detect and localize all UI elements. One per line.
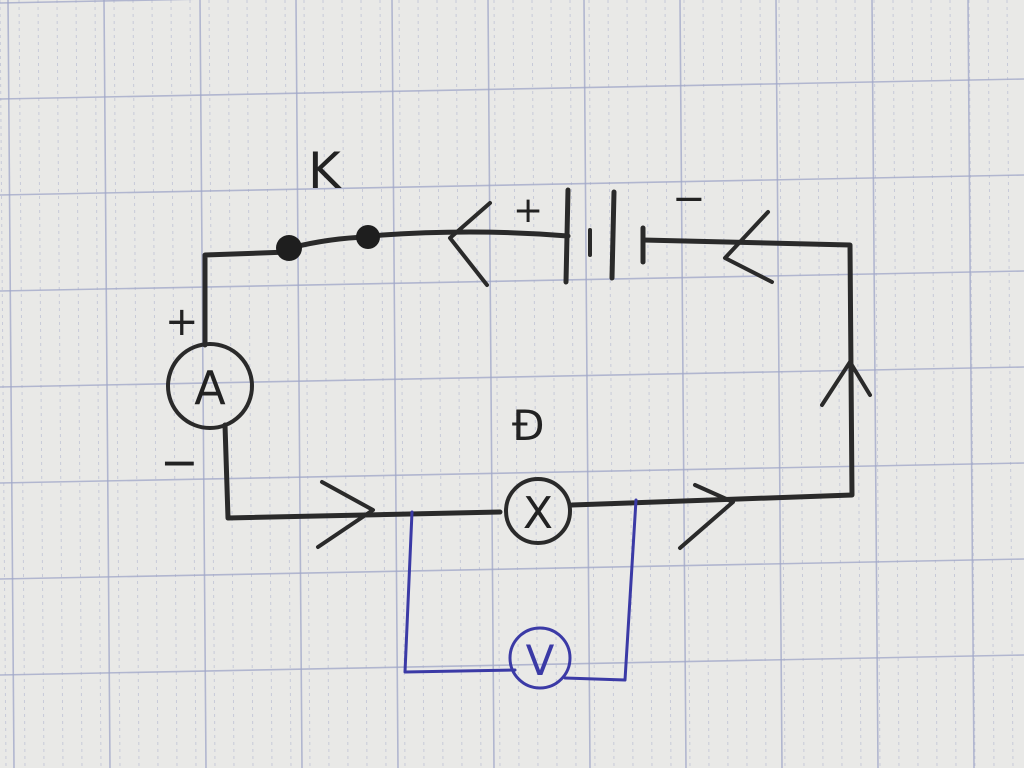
battery-minus-label: −: [672, 176, 706, 222]
grid-line: [487, 0, 495, 768]
grid-line: [683, 0, 691, 768]
grid-line: [588, 0, 596, 768]
ammeter-plus-label: +: [165, 299, 199, 345]
grid-line: [227, 0, 235, 768]
grid-line: [740, 0, 748, 768]
voltmeter-wires: [403, 498, 638, 682]
grid-line: [949, 0, 957, 768]
lamp-icon: X: [504, 477, 572, 545]
grid-line: [208, 0, 216, 768]
grid-line: [583, 0, 591, 768]
circuit-wires: [202, 229, 855, 521]
lamp-label: Đ: [512, 401, 545, 450]
grid-line: [199, 0, 207, 768]
grid-line: [37, 0, 45, 768]
grid-line: [284, 0, 292, 768]
grid-line: [151, 0, 159, 768]
grid-line: [436, 0, 444, 768]
grid-line: [679, 0, 687, 768]
grid-line: [702, 0, 710, 768]
grid-line: [170, 0, 178, 768]
grid-line: [569, 0, 577, 768]
grid-line: [113, 0, 121, 768]
grid-line: [0, 78, 1024, 100]
grid-line: [1006, 0, 1014, 768]
grid-line: [892, 0, 900, 768]
grid-line: [75, 0, 83, 768]
grid-line: [0, 0, 195, 4]
grid-line: [132, 0, 140, 768]
grid-line: [854, 0, 862, 768]
grid-line: [0, 174, 1024, 196]
grid-line: [398, 0, 406, 768]
grid-line: [493, 0, 501, 768]
grid-line: [455, 0, 463, 768]
ammeter-symbol: A: [194, 361, 226, 415]
battery-plus-label: +: [513, 190, 543, 231]
current-arrow-icon: [316, 201, 872, 550]
grid-line: [417, 0, 425, 768]
grid-line: [550, 0, 558, 768]
grid-line: [645, 0, 653, 768]
grid-line: [871, 0, 879, 768]
grid-line: [56, 0, 64, 768]
grid-line: [0, 462, 1024, 484]
grid-line: [103, 0, 111, 768]
grid-line: [987, 0, 995, 768]
grid-line: [873, 0, 881, 768]
grid-line: [911, 0, 919, 768]
grid-line: [379, 0, 387, 768]
grid-line: [94, 0, 102, 768]
grid-line: [322, 0, 330, 768]
grid-line: [664, 0, 672, 768]
grid-line: [759, 0, 767, 768]
switch-label: K: [308, 142, 342, 200]
grid-line: [835, 0, 843, 768]
grid-line: [341, 0, 349, 768]
grid-line: [721, 0, 729, 768]
grid-line: [930, 0, 938, 768]
voltmeter-icon: V: [508, 626, 572, 690]
grid-line: [967, 0, 975, 768]
lamp-symbol: X: [523, 488, 553, 539]
grid-line: [246, 0, 254, 768]
grid-line: [0, 0, 7, 768]
ammeter-icon: A: [166, 342, 254, 430]
grid-line: [968, 0, 976, 768]
grid-line: [18, 0, 26, 768]
grid-line: [797, 0, 805, 768]
grid-line: [7, 0, 15, 768]
grid-line: [0, 366, 1024, 388]
grid-line: [816, 0, 824, 768]
grid-line: [295, 0, 303, 768]
ammeter-minus-label: −: [160, 435, 199, 489]
grid-line: [0, 270, 1024, 292]
grid-line: [391, 0, 399, 768]
grid-line: [474, 0, 482, 768]
switch-icon: [276, 225, 380, 261]
grid-line: [775, 0, 783, 768]
grid-line: [531, 0, 539, 768]
grid-line: [778, 0, 786, 768]
battery-icon: [563, 187, 646, 285]
grid-line: [0, 558, 1024, 580]
grid-line: [265, 0, 273, 768]
voltmeter-symbol: V: [526, 636, 555, 685]
grid-line: [512, 0, 520, 768]
grid-line: [626, 0, 634, 768]
grid-line: [189, 0, 197, 768]
grid-line: [303, 0, 311, 768]
grid-line: [607, 0, 615, 768]
grid-line: [360, 0, 368, 768]
